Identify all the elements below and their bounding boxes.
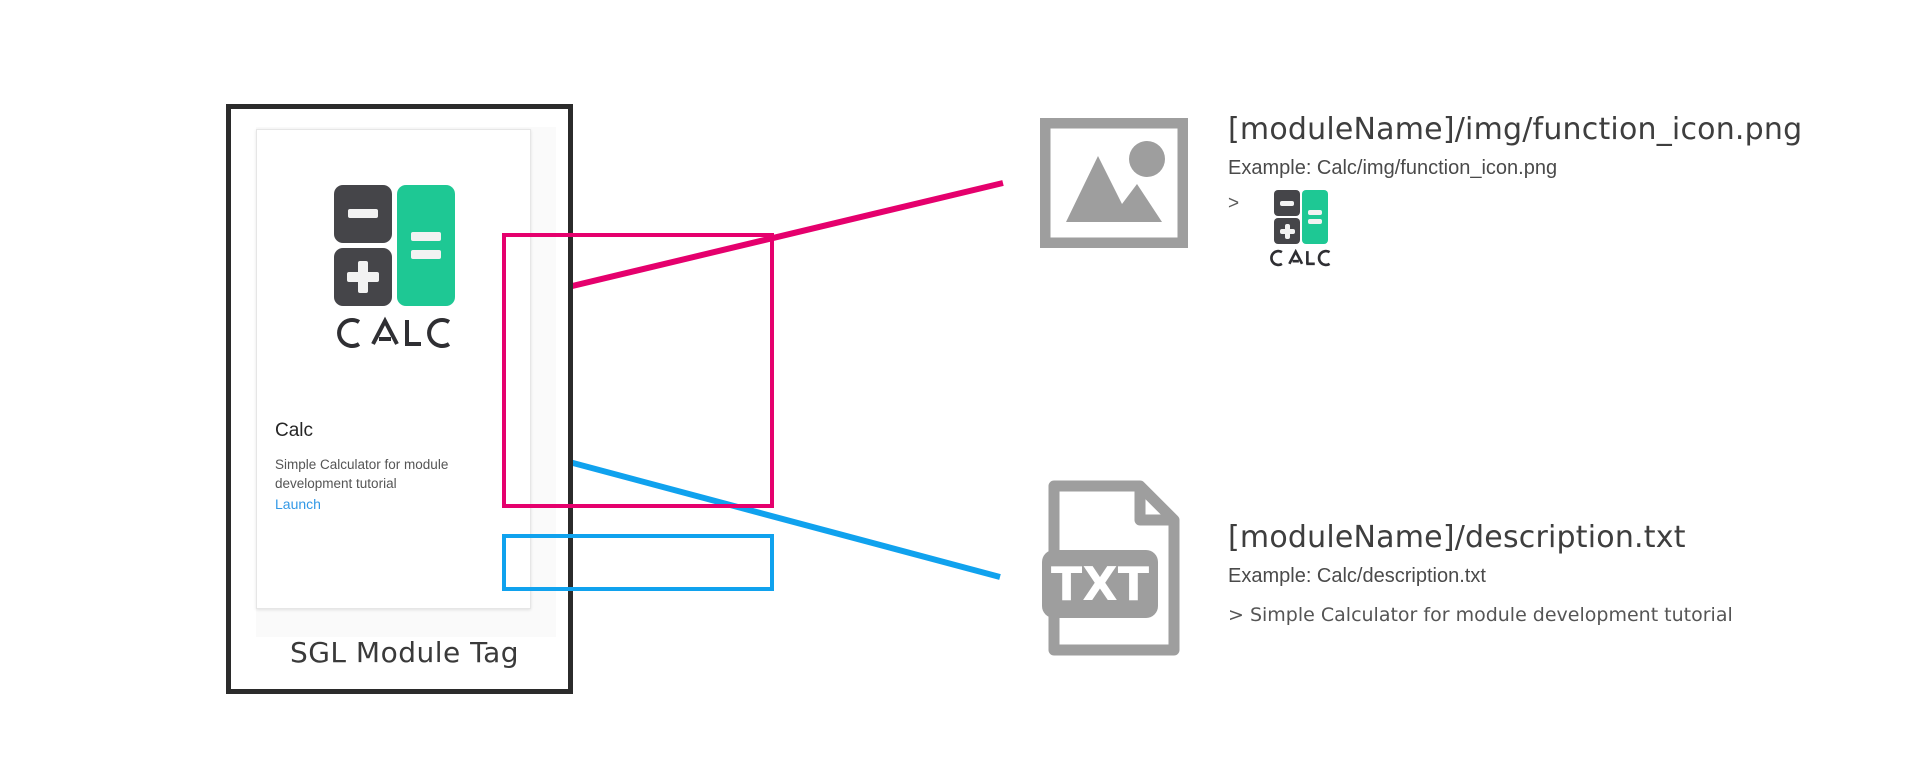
equals-glyph-bottom <box>1308 219 1323 224</box>
image-callout-text: [moduleName]/img/function_icon.png Examp… <box>1228 112 1908 271</box>
module-card-description: Simple Calculator for module development… <box>275 457 449 491</box>
highlight-box-icon-area <box>502 233 774 508</box>
calc-logo-sample <box>1269 190 1333 271</box>
txt-file-label: TXT <box>1051 557 1150 611</box>
chevron-right-icon: > <box>1228 193 1240 214</box>
minus-key-icon <box>1274 190 1301 216</box>
txt-path-example: Example: Calc/description.txt <box>1228 565 1486 587</box>
module-tag-frame: Calc Simple Calculator for module develo… <box>226 104 774 694</box>
plus-glyph <box>1279 223 1295 239</box>
image-path-example: Example: Calc/img/function_icon.png <box>1228 157 1558 179</box>
image-path-title: [moduleName]/img/function_icon.png <box>1228 112 1803 147</box>
module-card-icon-area <box>257 130 532 408</box>
equals-glyph-bottom <box>411 249 441 259</box>
minus-glyph <box>348 209 378 218</box>
txt-path-title: [moduleName]/description.txt <box>1228 520 1686 555</box>
calc-wordmark <box>335 316 455 354</box>
module-card-title: Calc <box>275 420 314 441</box>
plus-glyph <box>347 260 379 293</box>
image-placeholder-icon <box>1037 115 1191 252</box>
launch-link[interactable]: Launch <box>275 496 321 512</box>
calc-logo <box>334 184 455 354</box>
calc-wordmark-sample <box>1269 248 1333 271</box>
connector-line-blue <box>542 452 1001 580</box>
equals-key-icon <box>1302 190 1329 244</box>
plus-key-icon <box>1274 218 1301 244</box>
calc-logo-sample-keys <box>1274 190 1329 244</box>
calc-logo-keys <box>334 184 455 306</box>
module-tag-frame-label: SGL Module Tag <box>289 636 520 669</box>
calc-logo-left-column <box>334 184 392 306</box>
plus-key-icon <box>334 247 392 306</box>
equals-glyph-top <box>1308 210 1323 215</box>
txt-sample-content: > Simple Calculator for module developme… <box>1228 604 1733 626</box>
equals-glyph-top <box>411 231 441 241</box>
txt-file-icon: TXT <box>1040 478 1186 662</box>
txt-callout-text: [moduleName]/description.txt Example: Ca… <box>1228 520 1908 626</box>
module-card[interactable]: Calc Simple Calculator for module develo… <box>256 129 531 609</box>
minus-glyph <box>1280 200 1295 206</box>
equals-key-icon <box>397 184 455 306</box>
calc-logo-sample-left-column <box>1274 190 1301 244</box>
image-sample-row: > <box>1228 190 1908 271</box>
minus-key-icon <box>334 184 392 243</box>
highlight-box-description-area <box>502 534 774 591</box>
